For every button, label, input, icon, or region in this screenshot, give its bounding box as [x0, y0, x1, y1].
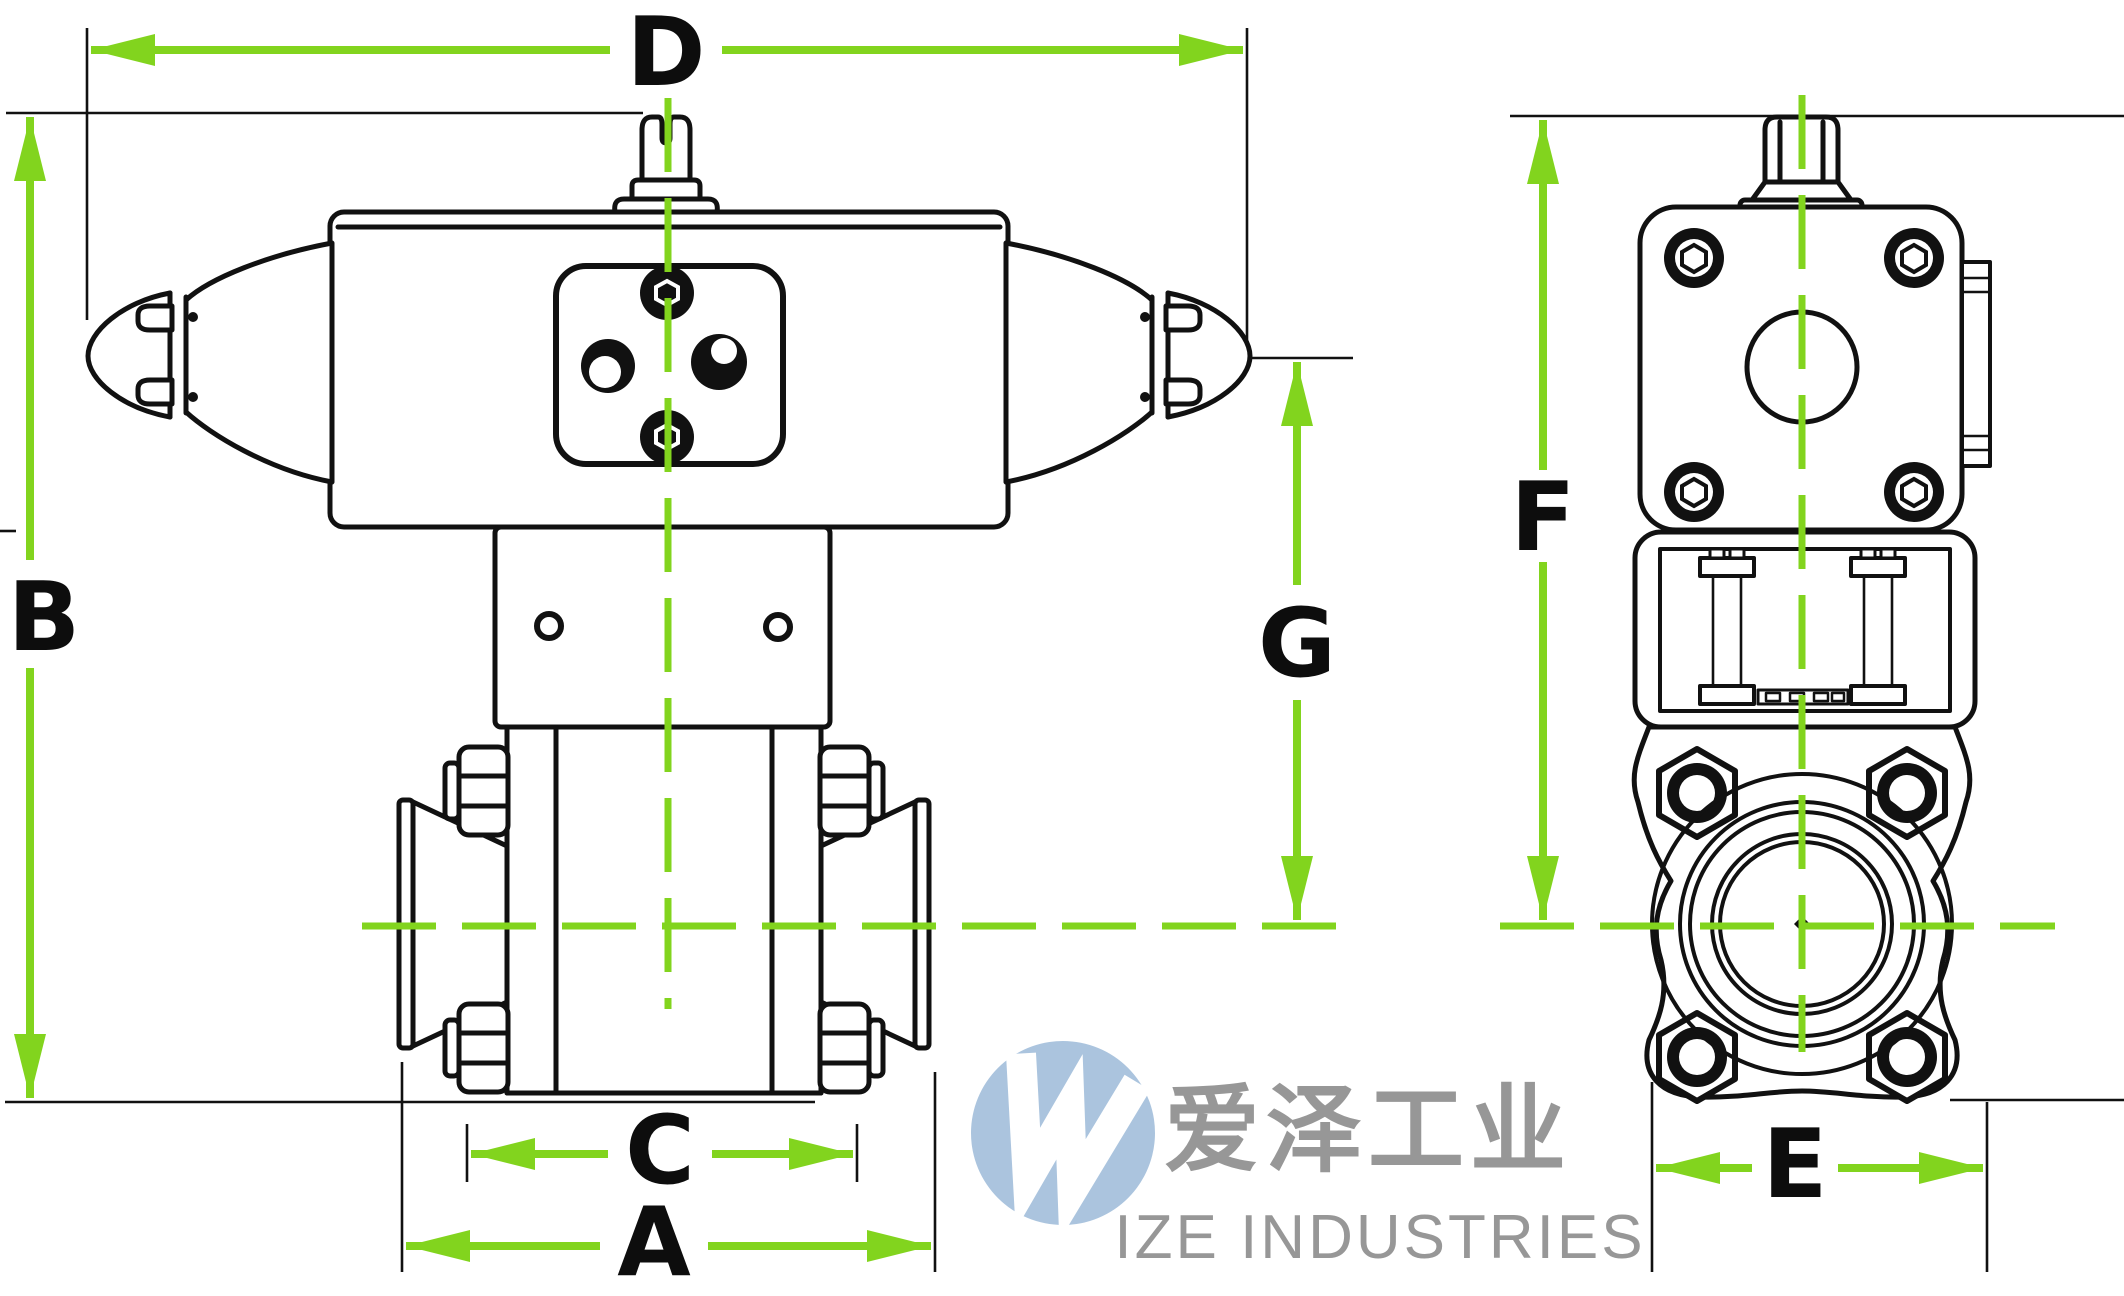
dim-label-e: E	[1763, 1110, 1828, 1220]
arrowhead-right	[1919, 1152, 1983, 1184]
arrowhead-right	[789, 1138, 853, 1170]
arrowhead-left	[91, 34, 155, 66]
hex-nut	[1866, 746, 1948, 840]
hex-nut	[1866, 1010, 1948, 1104]
front-view	[85, 114, 1253, 1096]
arrowhead-left	[471, 1138, 535, 1170]
dimension-a: A	[406, 1188, 931, 1296]
dim-label-c: C	[625, 1096, 695, 1206]
dim-label-f: F	[1511, 463, 1576, 573]
socket-screw	[1664, 462, 1724, 522]
arrowhead-up	[14, 117, 46, 181]
arrowhead-down	[14, 1034, 46, 1098]
dimension-b: B	[8, 117, 80, 1098]
side-view	[1631, 114, 1992, 1104]
arrowhead-up	[1527, 120, 1559, 184]
dimension-g: G	[1258, 362, 1336, 920]
front-stem	[612, 114, 720, 215]
watermark-en-text: IZE INDUSTRIES	[1114, 1203, 1645, 1272]
arrowhead-down	[1527, 856, 1559, 920]
side-actuator-plate	[1637, 204, 1992, 533]
arrowhead-down	[1281, 856, 1313, 920]
extension-lines	[0, 28, 2124, 1272]
arrowhead-left	[1656, 1152, 1720, 1184]
front-right-end-cap	[1003, 240, 1253, 485]
front-valve-body	[504, 724, 824, 1096]
arrowhead-right	[1179, 34, 1243, 66]
socket-screw	[1884, 462, 1944, 522]
socket-screw	[1884, 228, 1944, 288]
ize-logo-icon	[971, 1041, 1155, 1241]
dimension-d: D	[91, 0, 1243, 108]
arrowhead-left	[406, 1230, 470, 1262]
dimension-e: E	[1656, 1110, 1983, 1220]
port-bolt-top	[640, 266, 694, 320]
arrowhead-right	[867, 1230, 931, 1262]
front-mounting-bracket	[492, 524, 833, 730]
dimension-c: C	[471, 1096, 853, 1206]
dim-label-b: B	[8, 563, 80, 673]
dim-label-g: G	[1258, 589, 1336, 699]
arrowhead-up	[1281, 362, 1313, 426]
dim-label-a: A	[617, 1188, 691, 1296]
watermark-cn-text: 爱泽工业	[1164, 1074, 1572, 1186]
front-left-end-cap	[85, 240, 335, 485]
socket-screw	[1664, 228, 1724, 288]
dim-label-d: D	[627, 0, 706, 108]
centerlines	[362, 95, 2055, 1052]
front-clamp-bolts	[442, 744, 886, 1095]
hex-nut	[1656, 746, 1738, 840]
side-tab	[1960, 260, 1992, 468]
dimension-f: F	[1511, 120, 1576, 920]
watermark: 爱泽工业 IZE INDUSTRIES	[971, 1041, 1645, 1272]
hex-nut	[1656, 1010, 1738, 1104]
